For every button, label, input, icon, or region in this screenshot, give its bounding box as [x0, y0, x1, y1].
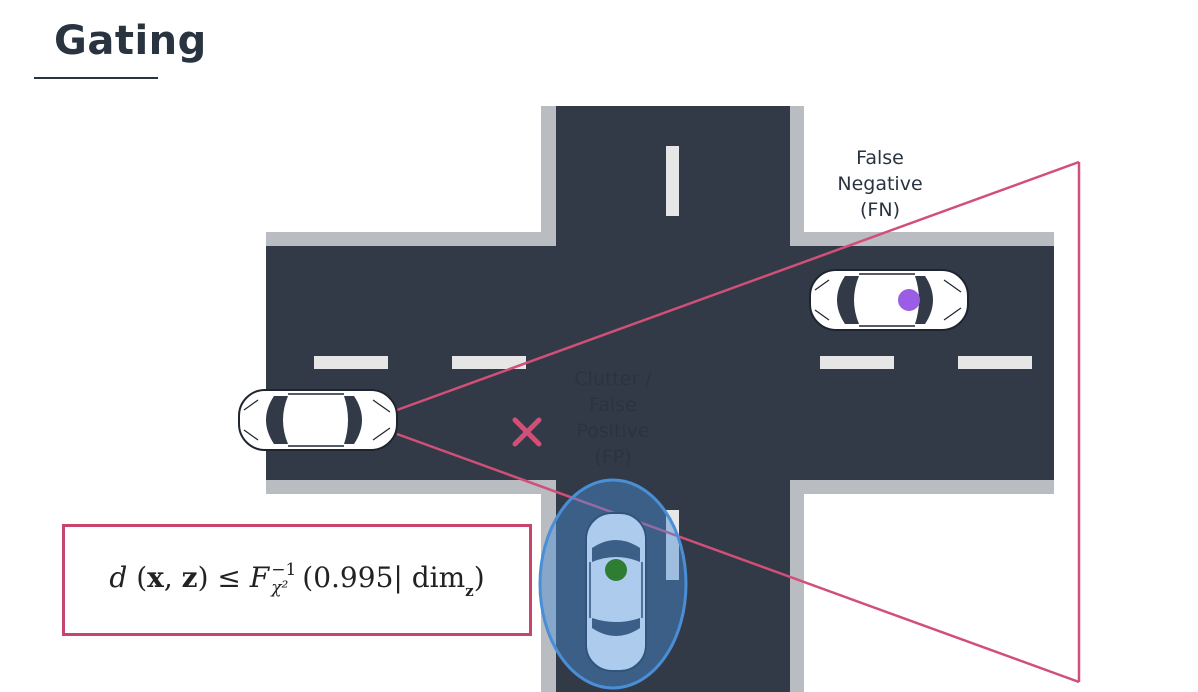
formula-cdf-symbol: F: [249, 560, 270, 594]
formula-dim: dim: [411, 560, 466, 594]
fp-label-line-4: (FP): [594, 446, 632, 468]
formula-cdf-subscript: χ²: [271, 578, 289, 598]
fp-label-line-1: Clutter /: [574, 368, 652, 390]
formula-distance-fn: d: [109, 560, 128, 594]
formula-dim-subscript: z: [465, 581, 474, 600]
formula-relation: ≤: [217, 560, 241, 594]
slide-title: Gating: [54, 18, 207, 64]
fn-label-line-1: False: [856, 147, 904, 169]
ego-vehicle-icon: [238, 389, 398, 451]
formula-probability: 0.995: [313, 560, 394, 594]
clutter-x-mark-icon: [512, 417, 542, 447]
false-positive-label: Clutter / False Positive (FP): [548, 366, 678, 470]
missed-vehicle-icon: [809, 269, 969, 331]
gating-ellipse: [538, 478, 688, 690]
false-negative-label: False Negative (FN): [810, 145, 950, 223]
sensor-fov: [396, 160, 1081, 684]
detected-object-dot: [605, 559, 627, 581]
formula-cdf-superscript: −1: [271, 560, 297, 580]
title-underline: [34, 77, 158, 79]
fn-label-line-3: (FN): [860, 199, 900, 221]
tracked-vehicle-icon: [585, 512, 647, 672]
formula-distance-args: (x, z): [136, 560, 209, 594]
fn-label-line-2: Negative: [837, 173, 923, 195]
missed-object-dot: [898, 289, 920, 311]
fp-label-line-2: False: [589, 394, 637, 416]
fp-label-line-3: Positive: [576, 420, 650, 442]
